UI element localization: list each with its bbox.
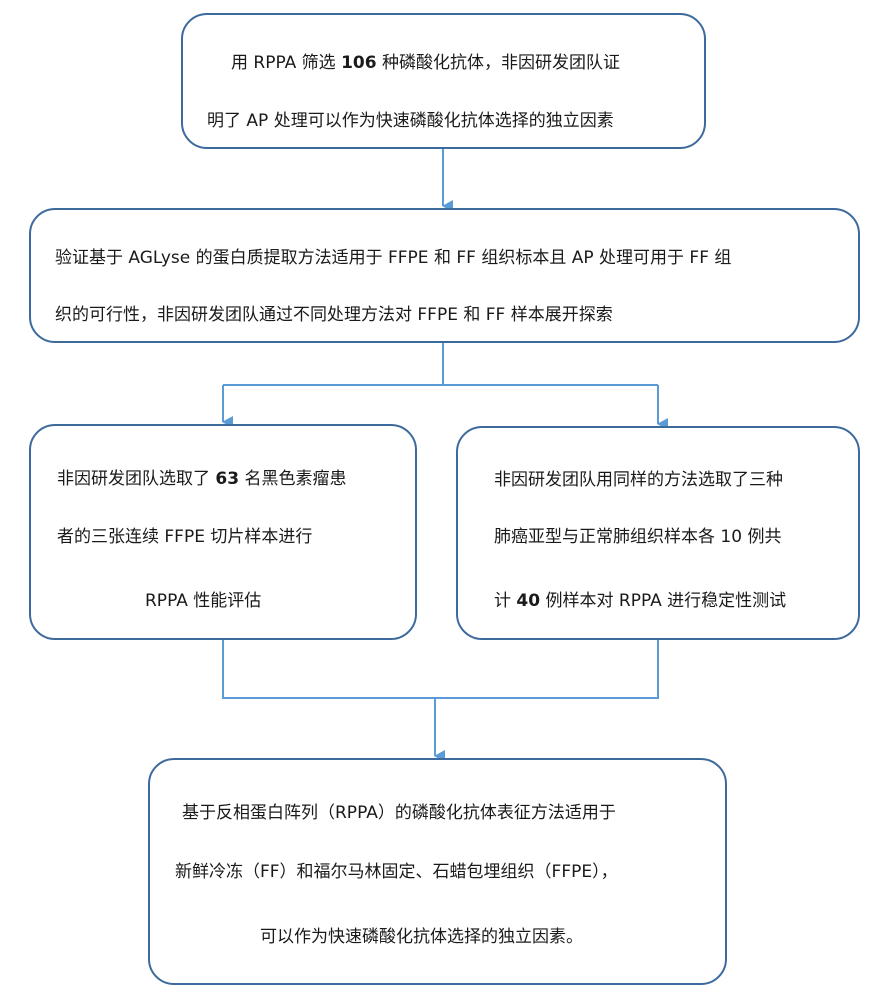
step1-line1-text-b: 种磷酸化抗体，非因研发团队证 — [376, 53, 620, 73]
step3-left-line1: 非因研发团队选取了 63 名黑色素瘤患 — [57, 468, 415, 490]
step2-line2: 织的可行性，非因研发团队通过不同处理方法对 FFPE 和 FF 样本展开探索 — [55, 305, 613, 325]
step4-line1: 基于反相蛋白阵列（RPPA）的磷酸化抗体表征方法适用于 — [182, 803, 616, 823]
step1-antibody-count: 106 — [341, 53, 377, 73]
step4-line3: 可以作为快速磷酸化抗体选择的独立因素。 — [260, 927, 583, 947]
step3-left-line2: 者的三张连续 FFPE 切片样本进行 — [57, 527, 313, 547]
step4-line2: 新鲜冷冻（FF）和福尔马林固定、石蜡包埋组织（FFPE）， — [175, 862, 618, 882]
step3-right-box: 非因研发团队用同样的方法选取了三种 肺癌亚型与正常肺组织样本各 10 例共 计 … — [456, 426, 860, 640]
split-connector — [223, 343, 658, 386]
step3-right-line1: 非因研发团队用同样的方法选取了三种 — [494, 470, 783, 490]
step3-left-line1-text-a: 非因研发团队选取了 — [57, 469, 216, 489]
step3-left-line3: RPPA 性能评估 — [145, 591, 262, 611]
step3-right-line3: 计 40 例样本对 RPPA 进行稳定性测试 — [494, 590, 858, 612]
sample-count: 40 — [516, 591, 541, 611]
step2-box: 验证基于 AGLyse 的蛋白质提取方法适用于 FFPE 和 FF 组织标本且 … — [29, 208, 860, 343]
step3-right-line2: 肺癌亚型与正常肺组织样本各 10 例共 — [494, 527, 782, 547]
step4-conclusion-box: 基于反相蛋白阵列（RPPA）的磷酸化抗体表征方法适用于 新鲜冷冻（FF）和福尔马… — [148, 758, 727, 985]
step3-left-box: 非因研发团队选取了 63 名黑色素瘤患 者的三张连续 FFPE 切片样本进行 R… — [29, 424, 417, 640]
merge-connector — [222, 640, 659, 699]
step3-right-line3-text-a: 计 — [494, 591, 517, 611]
step1-box: 用 RPPA 筛选 106 种磷酸化抗体，非因研发团队证 明了 AP 处理可以作… — [181, 13, 706, 149]
step3-left-line1-text-b: 名黑色素瘤患 — [239, 469, 347, 489]
step2-line1: 验证基于 AGLyse 的蛋白质提取方法适用于 FFPE 和 FF 组织标本且 … — [55, 248, 732, 268]
step3-right-line3-text-b: 例样本对 RPPA 进行稳定性测试 — [540, 591, 787, 611]
step1-line1-text-a: 用 RPPA 筛选 — [231, 53, 342, 73]
melanoma-patient-count: 63 — [215, 469, 240, 489]
step1-line2: 明了 AP 处理可以作为快速磷酸化抗体选择的独立因素 — [207, 111, 614, 131]
step1-line1: 用 RPPA 筛选 106 种磷酸化抗体，非因研发团队证 — [231, 52, 704, 74]
